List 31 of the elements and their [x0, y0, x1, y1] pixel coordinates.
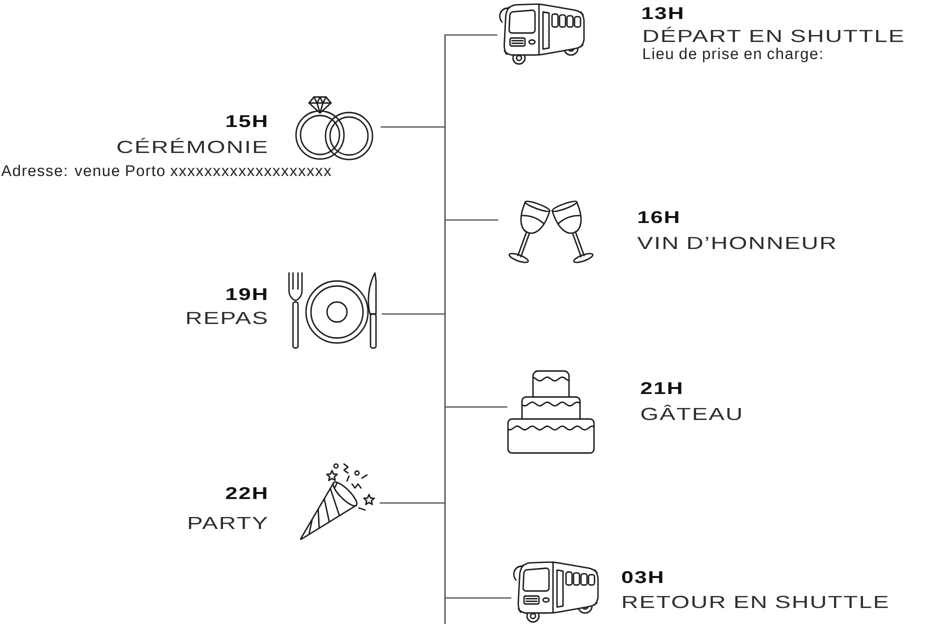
time-label: 21H — [640, 382, 682, 394]
timeline — [444, 34, 446, 624]
time-label: 22H — [226, 487, 266, 499]
event-note: Adresse: venue Porto xxxxxxxxxxxxxxxxxxx — [1, 164, 332, 176]
connector-line — [380, 126, 445, 128]
time-label: 13H — [642, 7, 682, 20]
connector-line — [445, 597, 512, 599]
wine-glasses-icon — [508, 200, 594, 264]
bus-icon — [513, 561, 599, 623]
time-label: 16H — [638, 211, 678, 224]
plate-cutlery-icon — [288, 272, 377, 349]
event-title: CÉRÉMONIE — [118, 138, 267, 154]
event-title: VIN D’HONNEUR — [637, 236, 836, 250]
event-title: DÉPART EN SHUTTLE — [644, 26, 904, 42]
party-popper-icon — [300, 463, 375, 540]
connector-line — [445, 406, 508, 408]
event-title: PARTY — [188, 516, 268, 529]
event-title: GÂTEAU — [641, 404, 741, 420]
time-label: 03H — [622, 571, 662, 584]
bus-icon — [499, 3, 585, 65]
event-title: RETOUR EN SHUTTLE — [623, 596, 888, 608]
rings-icon — [295, 96, 374, 160]
connector-line — [445, 34, 498, 36]
cake-icon — [507, 370, 595, 454]
connector-line — [382, 313, 445, 315]
event-title: REPAS — [187, 312, 267, 324]
time-label: 19H — [226, 288, 266, 300]
time-label: 15H — [226, 115, 266, 128]
connector-line — [380, 502, 445, 504]
connector-line — [445, 219, 498, 221]
event-note: Lieu de prise en charge: — [643, 48, 822, 62]
